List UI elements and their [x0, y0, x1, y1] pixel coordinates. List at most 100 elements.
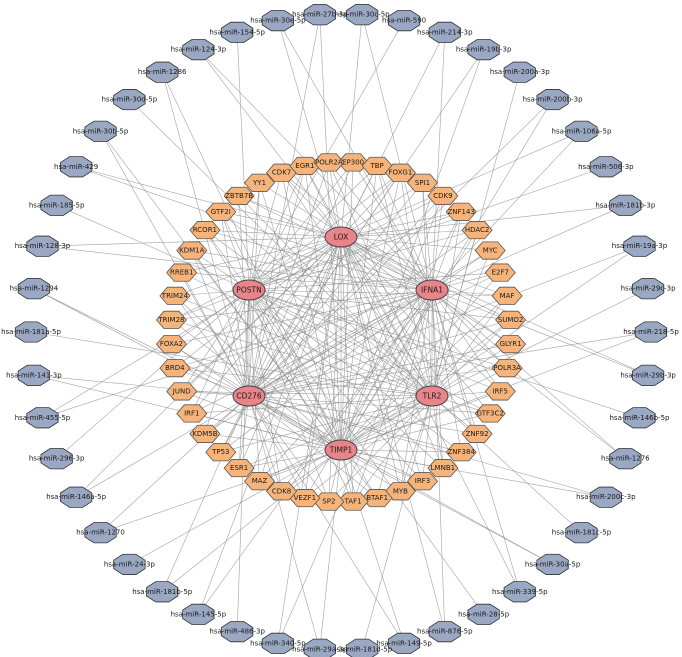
tf-node-polr3a[interactable]: POLR3A — [491, 359, 523, 378]
mirna-node-hsa-mir-154-5p[interactable]: hsa-miR-154-5p — [209, 21, 266, 43]
node-label: GTF2I — [211, 208, 231, 216]
tf-node-znf384[interactable]: ZNF384 — [445, 443, 477, 462]
mirna-node-hsa-mir-128-3p[interactable]: hsa-miR-128-3p — [15, 235, 71, 257]
tf-node-irf3[interactable]: IRF3 — [406, 472, 438, 491]
mirna-node-hsa-mir-124-3p[interactable]: hsa-miR-124-3p — [171, 39, 227, 61]
tf-node-znf143[interactable]: ZNF143 — [445, 202, 477, 221]
tf-node-brd4[interactable]: BRD4 — [159, 359, 191, 378]
mirna-node-hsa-mir-181c-5p[interactable]: hsa-miR-181c-5p — [552, 522, 612, 544]
node-label: hsa-miR-30a-5p — [525, 560, 581, 568]
mirna-node-hsa-mir-30b-5p[interactable]: hsa-miR-30b-5p — [73, 120, 129, 142]
mirna-node-hsa-mir-200c-3p[interactable]: hsa-miR-200c-3p — [576, 486, 636, 508]
mirna-node-hsa-mir-181b-3p[interactable]: hsa-miR-181b-3p — [595, 194, 656, 216]
mirna-node-hsa-mir-30c-5p[interactable]: hsa-miR-30c-5p — [335, 4, 391, 26]
mirna-node-hsa-mir-146a-5p[interactable]: hsa-miR-146a-5p — [46, 486, 107, 508]
tf-node-cdk7[interactable]: CDK7 — [266, 163, 298, 182]
mirna-node-hsa-mir-876-5p[interactable]: hsa-miR-876-5p — [417, 621, 473, 643]
tf-node-hdac2[interactable]: HDAC2 — [461, 221, 493, 240]
tf-node-polr2a[interactable]: POLR2A — [313, 153, 345, 172]
tf-node-gtf2i[interactable]: GTF2I — [205, 202, 237, 221]
edge-lox-spi1 — [340, 182, 423, 238]
mirna-node-hsa-mir-29b-3p[interactable]: hsa-miR-29b-3p — [620, 364, 676, 386]
tf-node-esr1[interactable]: ESR1 — [223, 459, 255, 478]
edge-postn-maf — [248, 289, 508, 297]
mirna-node-hsa-mir-1270[interactable]: hsa-miR-1270 — [76, 522, 125, 544]
hub-node-tlr2[interactable]: TLR2 — [415, 385, 449, 407]
mirna-node-hsa-mir-339-5p[interactable]: hsa-miR-339-5p — [492, 581, 548, 603]
tf-node-foxg1[interactable]: FOXG1 — [384, 163, 416, 182]
mirna-node-hsa-mir-29c-3p[interactable]: hsa-miR-29c-3p — [621, 278, 677, 300]
mirna-node-hsa-mir-146b-5p[interactable]: hsa-miR-146b-5p — [610, 407, 671, 429]
node-label: hsa-miR-145-5p — [171, 610, 227, 618]
tf-node-trim24[interactable]: TRIM24 — [159, 286, 191, 305]
tf-node-myc[interactable]: MYC — [474, 241, 506, 260]
mirna-node-hsa-mir-200b-3p[interactable]: hsa-miR-200b-3p — [523, 89, 584, 111]
tf-node-kdm5b[interactable]: KDM5B — [189, 424, 221, 443]
mirna-node-hsa-mir-1276[interactable]: hsa-miR-1276 — [601, 448, 650, 470]
tf-node-gtf3c2[interactable]: GTF3C2 — [474, 404, 506, 423]
mirna-node-hsa-mir-1294[interactable]: hsa-miR-1294 — [10, 278, 59, 300]
hub-node-timp1[interactable]: TIMP1 — [324, 439, 358, 461]
mirna-node-hsa-mir-106a-5p[interactable]: hsa-miR-106a-5p — [552, 120, 612, 142]
tf-node-spi1[interactable]: SPI1 — [406, 173, 438, 192]
mirna-node-hsa-mir-214-3p[interactable]: hsa-miR-214-3p — [417, 21, 473, 43]
mirna-node-hsa-mir-429[interactable]: hsa-miR-429 — [54, 156, 98, 178]
mirna-node-hsa-mir-19a-3p[interactable]: hsa-miR-19a-3p — [612, 235, 668, 257]
mirna-node-hsa-mir-141-3p[interactable]: hsa-miR-141-3p — [6, 364, 62, 386]
mirna-node-hsa-mir-185-5p[interactable]: hsa-miR-185-5p — [29, 194, 85, 216]
mirna-node-hsa-mir-28-5p[interactable]: hsa-miR-28-5p — [458, 603, 510, 625]
tf-node-maf[interactable]: MAF — [491, 286, 523, 305]
hub-shape — [232, 385, 266, 407]
tf-node-trim28[interactable]: TRIM28 — [155, 310, 187, 329]
node-label: ZNF143 — [447, 208, 474, 216]
tf-node-lmnb1[interactable]: LMNB1 — [427, 459, 459, 478]
tf-node-egr1[interactable]: EGR1 — [289, 156, 321, 175]
mirna-node-hsa-mir-455-5p[interactable]: hsa-miR-455-5p — [15, 407, 71, 429]
edge-ifna1-lmnb1 — [431, 289, 444, 469]
tf-node-cdk8[interactable]: CDK8 — [266, 482, 298, 501]
mirna-node-hsa-mir-145-5p[interactable]: hsa-miR-145-5p — [171, 603, 227, 625]
mirna-node-hsa-mir-590[interactable]: hsa-miR-590 — [382, 10, 426, 32]
tf-node-zbtb7b[interactable]: ZBTB7B — [223, 186, 255, 205]
mirna-node-hsa-mir-30e-5p[interactable]: hsa-miR-30e-5p — [250, 10, 306, 32]
mirna-node-hsa-mir-181d-5p[interactable]: hsa-miR-181d-5p — [332, 638, 393, 657]
tf-node-rreb1[interactable]: RREB1 — [166, 263, 198, 282]
hub-node-cd276[interactable]: CD276 — [232, 385, 266, 407]
tf-node-e2f7[interactable]: E2F7 — [484, 263, 516, 282]
edge-lox-hsa-mir-124-3p — [198, 49, 342, 238]
tf-node-irf5[interactable]: IRF5 — [484, 382, 516, 401]
mirna-node-hsa-mir-19b-3p[interactable]: hsa-miR-19b-3p — [456, 39, 512, 61]
tf-node-maz[interactable]: MAZ — [244, 472, 276, 491]
tf-node-tp53[interactable]: TP53 — [205, 443, 237, 462]
tf-node-sumo2[interactable]: SUMO2 — [495, 310, 527, 329]
hub-node-lox[interactable]: LOX — [324, 226, 358, 248]
mirna-node-hsa-mir-27b-3p[interactable]: hsa-miR-27b-3p — [292, 4, 348, 26]
hub-node-postn[interactable]: POSTN — [232, 279, 266, 301]
mirna-node-hsa-mir-181b-5p[interactable]: hsa-miR-181b-5p — [132, 581, 193, 603]
mirna-node-hsa-mir-296-3p[interactable]: hsa-miR-296-3p — [29, 448, 85, 470]
mirna-node-hsa-mir-218-5p[interactable]: hsa-miR-218-5p — [623, 321, 679, 343]
mirna-node-hsa-mir-30a-5p[interactable]: hsa-miR-30a-5p — [525, 553, 581, 575]
tf-node-kdm1a[interactable]: KDM1A — [176, 241, 208, 260]
tf-node-foxa2[interactable]: FOXA2 — [155, 335, 187, 354]
mirna-node-hsa-mir-200a-3p[interactable]: hsa-miR-200a-3p — [490, 61, 550, 83]
mirna-node-hsa-mir-486-3p[interactable]: hsa-miR-486-3p — [209, 621, 266, 643]
mirna-node-hsa-mir-1286[interactable]: hsa-miR-1286 — [138, 61, 187, 83]
tf-node-sp2[interactable]: SP2 — [313, 492, 345, 511]
tf-node-yy1[interactable]: YY1 — [244, 173, 276, 192]
mirna-node-hsa-mir-506-3p[interactable]: hsa-miR-506-3p — [578, 156, 634, 178]
tf-node-znf92[interactable]: ZNF92 — [461, 424, 493, 443]
tf-node-glyr1[interactable]: GLYR1 — [495, 335, 527, 354]
mirna-node-hsa-mir-149-5p[interactable]: hsa-miR-149-5p — [376, 632, 432, 654]
hub-node-ifna1[interactable]: IFNA1 — [415, 279, 449, 301]
tf-node-tbp[interactable]: TBP — [361, 156, 393, 175]
mirna-node-hsa-mir-340-5p[interactable]: hsa-miR-340-5p — [250, 632, 306, 654]
tf-node-irf1[interactable]: IRF1 — [176, 404, 208, 423]
mirna-node-hsa-mir-181a-5p[interactable]: hsa-miR-181a-5p — [1, 321, 61, 343]
tf-node-rcor1[interactable]: RCOR1 — [189, 221, 221, 240]
mirna-node-hsa-mir-24-3p[interactable]: hsa-miR-24-3p — [104, 553, 156, 575]
mirna-node-hsa-mir-29a-3p[interactable]: hsa-miR-29a-3p — [292, 638, 348, 657]
mirna-node-hsa-mir-30d-5p[interactable]: hsa-miR-30d-5p — [102, 89, 158, 111]
tf-node-jund[interactable]: JUND — [166, 382, 198, 401]
tf-node-cdk9[interactable]: CDK9 — [427, 186, 459, 205]
